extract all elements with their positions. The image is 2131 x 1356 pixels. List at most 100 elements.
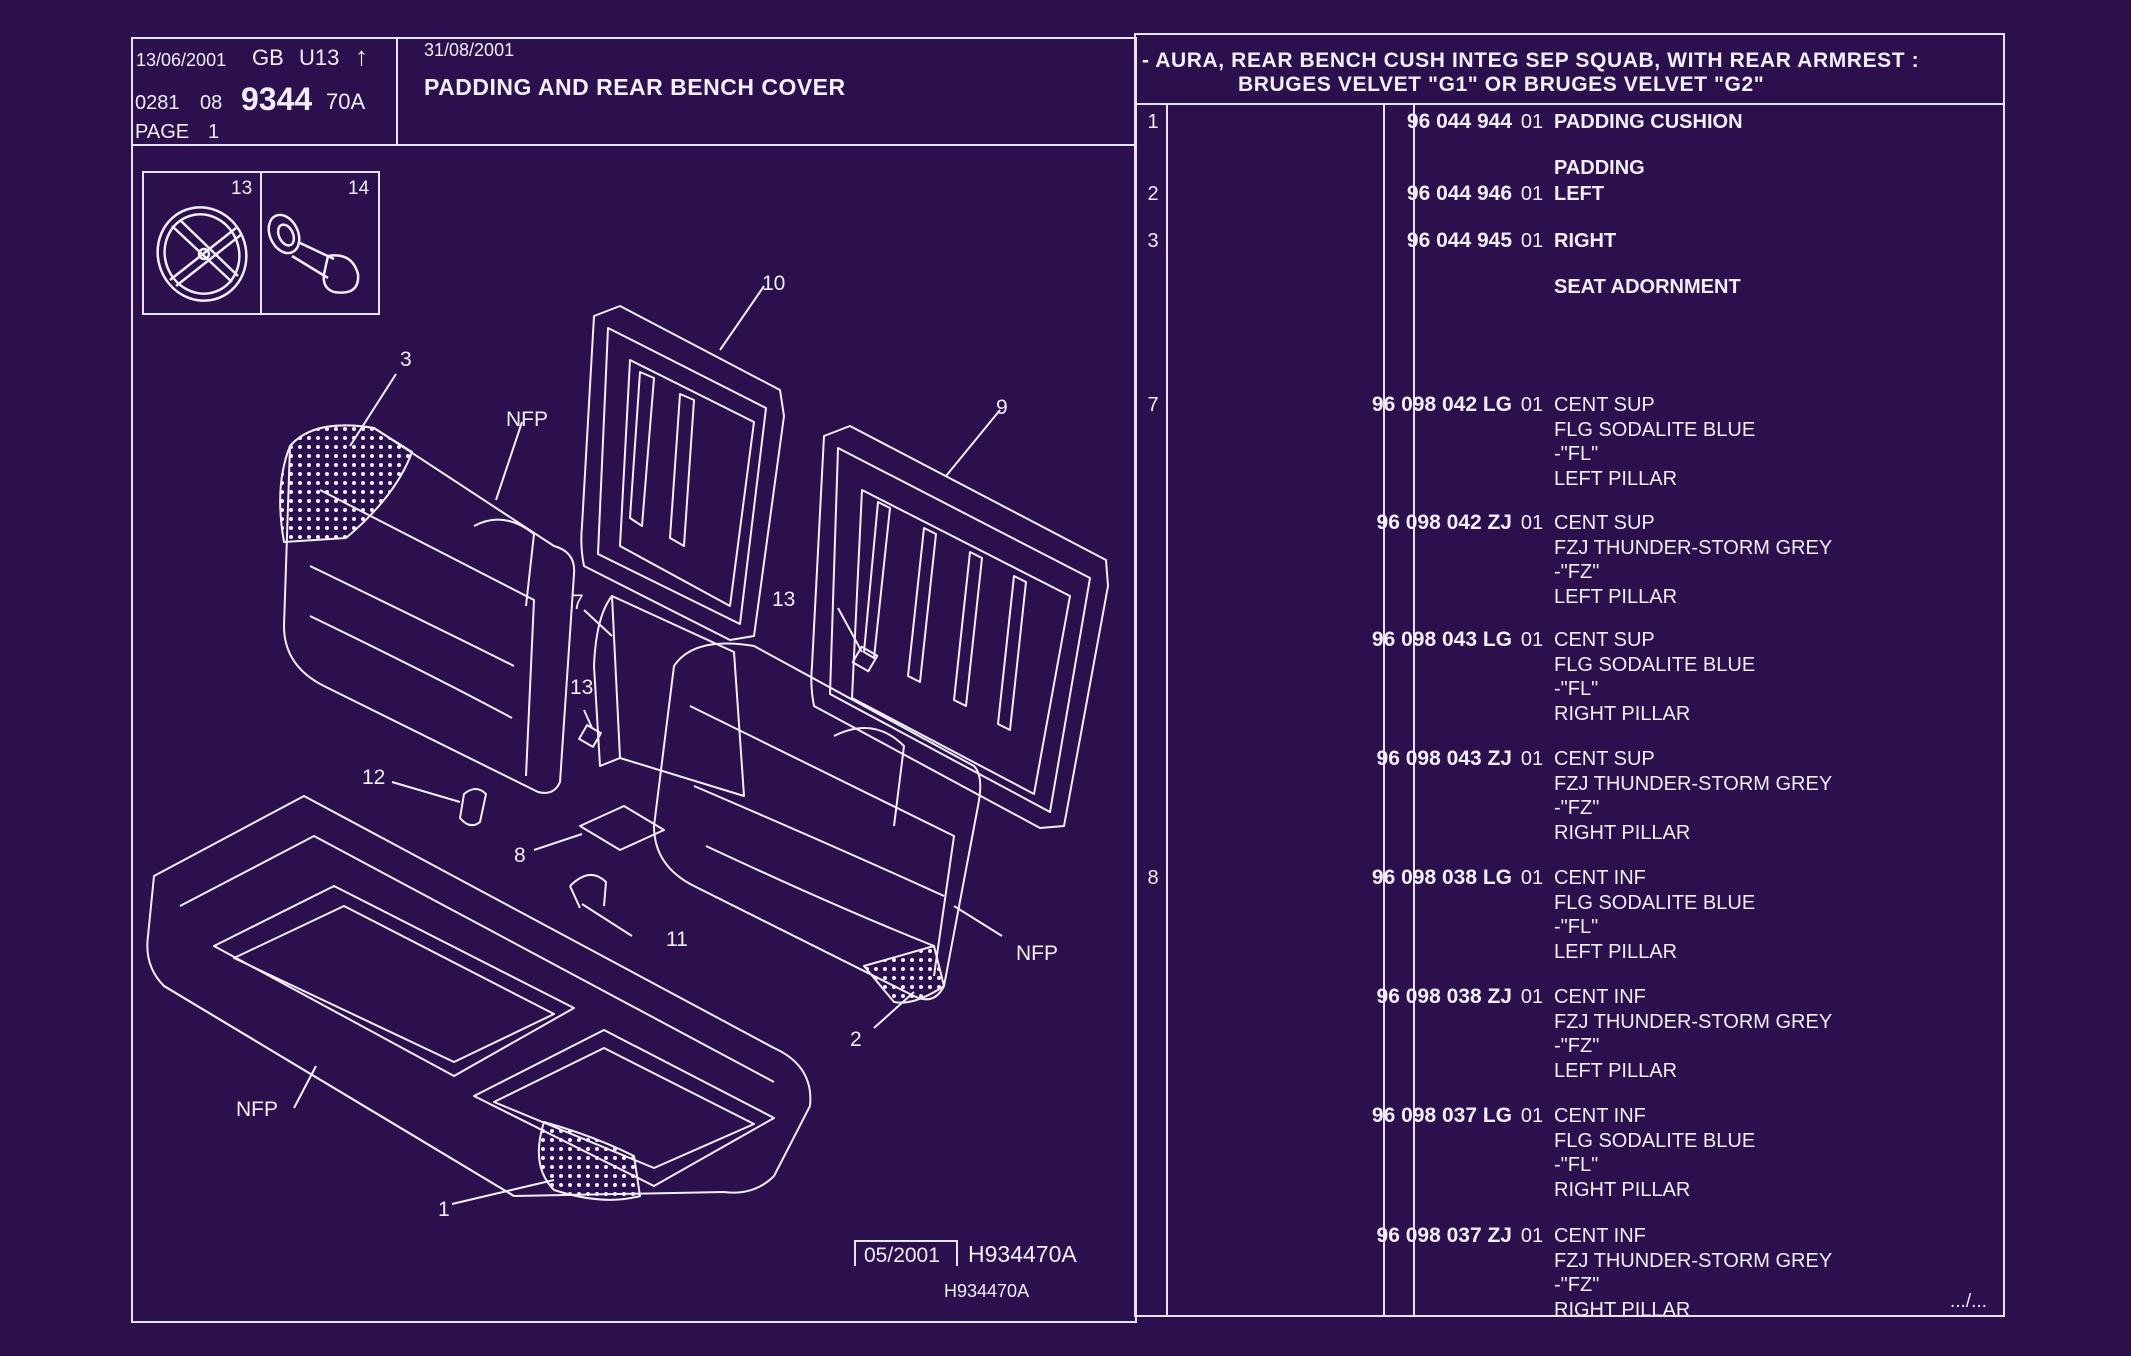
continued-marker: .../... bbox=[1950, 1291, 1987, 1312]
part-quantity: 01 bbox=[1520, 394, 1544, 416]
callout-nfp-left: NFP bbox=[236, 1098, 278, 1121]
description-line: FZJ THUNDER-STORM GREY bbox=[1554, 1249, 1833, 1272]
description-line: LEFT PILLAR bbox=[1554, 1059, 1678, 1082]
clip-fastener-icon bbox=[156, 206, 248, 302]
description-line: -"FL" bbox=[1554, 443, 1599, 465]
callout-10: 10 bbox=[762, 272, 785, 295]
description-line: RIGHT bbox=[1554, 230, 1617, 252]
part-number: 96 098 038 ZJ bbox=[1376, 985, 1512, 1008]
description-line: CENT SUP bbox=[1554, 748, 1655, 770]
part-quantity: 01 bbox=[1520, 867, 1544, 889]
header-variant: 70A bbox=[326, 89, 366, 114]
header-code1: 0281 bbox=[135, 92, 180, 114]
qty-column-right-rule bbox=[1413, 103, 1415, 1317]
part-8 bbox=[579, 805, 665, 851]
part-ref-number: 3 bbox=[1147, 230, 1159, 252]
part-number: 96 098 037 LG bbox=[1371, 1104, 1512, 1127]
callout-12: 12 bbox=[362, 766, 385, 789]
description-line: FZJ THUNDER-STORM GREY bbox=[1554, 772, 1833, 795]
page-title: PADDING AND REAR BENCH COVER bbox=[424, 74, 846, 100]
part-quantity: 01 bbox=[1520, 1105, 1544, 1127]
description-line: FZJ THUNDER-STORM GREY bbox=[1554, 1010, 1833, 1033]
part-13b bbox=[851, 645, 879, 673]
rear-bench-exploded-diagram: 10 9 3 NFP 7 13 13 12 8 11 NFP 2 NFP 1 bbox=[146, 272, 1109, 1221]
part-description: PADDING bbox=[1554, 156, 1645, 181]
callout-13-lower: 13 bbox=[570, 676, 593, 699]
application-line1: - AURA, REAR BENCH CUSH INTEG SEP SQUAB,… bbox=[1142, 49, 1920, 72]
callout-9: 9 bbox=[996, 396, 1008, 419]
squab-frame-9 bbox=[810, 425, 1109, 829]
description-line: FLG SODALITE BLUE bbox=[1554, 891, 1756, 914]
description-line: CENT SUP bbox=[1554, 394, 1655, 416]
header-page-label: PAGE bbox=[135, 121, 190, 143]
part-number: 96 098 037 ZJ bbox=[1376, 1224, 1512, 1247]
description-line: PADDING bbox=[1554, 157, 1645, 179]
header-page-number: 1 bbox=[208, 121, 220, 143]
part-description: SEAT ADORNMENT bbox=[1554, 275, 1741, 300]
part-12 bbox=[459, 788, 487, 827]
description-line: FLG SODALITE BLUE bbox=[1554, 1129, 1756, 1152]
header-lang: GB bbox=[252, 45, 284, 70]
callout-1: 1 bbox=[438, 1198, 450, 1221]
callout-2: 2 bbox=[850, 1028, 862, 1051]
part-11 bbox=[569, 874, 607, 909]
qty-column-left-rule bbox=[1383, 103, 1385, 1317]
left-panel-frame bbox=[131, 37, 1137, 1323]
part-number: 96 098 038 LG bbox=[1371, 866, 1512, 889]
callout-7: 7 bbox=[572, 591, 584, 614]
callout-11: 11 bbox=[666, 928, 688, 951]
description-line: -"FZ" bbox=[1554, 1274, 1600, 1296]
part-number: 96 098 042 LG bbox=[1371, 393, 1512, 416]
base-cushion bbox=[146, 795, 812, 1201]
inset-number-14: 14 bbox=[348, 178, 370, 199]
part-quantity: 01 bbox=[1520, 111, 1544, 133]
description-line: FLG SODALITE BLUE bbox=[1554, 653, 1756, 676]
description-line: CENT INF bbox=[1554, 867, 1646, 889]
part-quantity: 01 bbox=[1520, 230, 1544, 252]
ref-date-box bbox=[854, 1240, 958, 1266]
callout-3: 3 bbox=[400, 348, 412, 371]
callout-13-upper: 13 bbox=[772, 588, 795, 611]
ref-code-small: H934470A bbox=[944, 1281, 1030, 1301]
description-line: LEFT bbox=[1554, 183, 1604, 205]
inset-number-13: 13 bbox=[231, 178, 253, 199]
description-line: -"FL" bbox=[1554, 916, 1599, 938]
part-description: LEFT bbox=[1554, 182, 1604, 207]
push-pin-icon bbox=[267, 213, 360, 294]
ref-code: H934470A bbox=[968, 1241, 1077, 1267]
header-date1: 13/06/2001 bbox=[136, 50, 227, 70]
part-number: 96 044 946 bbox=[1406, 182, 1512, 205]
right-panel-frame bbox=[1134, 33, 2005, 1317]
inset-divider bbox=[260, 171, 262, 315]
description-line: RIGHT PILLAR bbox=[1554, 702, 1691, 725]
header-plate: 9344 bbox=[241, 81, 313, 117]
right-backrest bbox=[653, 642, 982, 1004]
application-line2: BRUGES VELVET "G1" OR BRUGES VELVET "G2" bbox=[1238, 73, 1765, 96]
header-date2: 31/08/2001 bbox=[424, 40, 515, 60]
part-number: 96 098 043 LG bbox=[1371, 628, 1512, 651]
header-vehicle: U13 bbox=[299, 45, 340, 70]
callout-nfp-top: NFP bbox=[506, 408, 548, 431]
description-line: -"FZ" bbox=[1554, 1035, 1600, 1057]
part-ref-number: 2 bbox=[1147, 183, 1159, 205]
header-arrow: ↑ bbox=[355, 41, 368, 71]
description-line: RIGHT PILLAR bbox=[1554, 1298, 1691, 1321]
part-quantity: 01 bbox=[1520, 1225, 1544, 1247]
description-line: CENT INF bbox=[1554, 1225, 1646, 1247]
description-line: RIGHT PILLAR bbox=[1554, 821, 1691, 844]
part-quantity: 01 bbox=[1520, 986, 1544, 1008]
description-line: CENT SUP bbox=[1554, 629, 1655, 651]
description-line: CENT SUP bbox=[1554, 512, 1655, 534]
part-description: PADDING CUSHION bbox=[1554, 110, 1743, 135]
header-code2: 08 bbox=[200, 92, 223, 114]
part-quantity: 01 bbox=[1520, 512, 1544, 534]
part-ref-number: 8 bbox=[1147, 867, 1159, 889]
description-line: -"FZ" bbox=[1554, 561, 1600, 583]
description-line: -"FL" bbox=[1554, 1154, 1599, 1176]
